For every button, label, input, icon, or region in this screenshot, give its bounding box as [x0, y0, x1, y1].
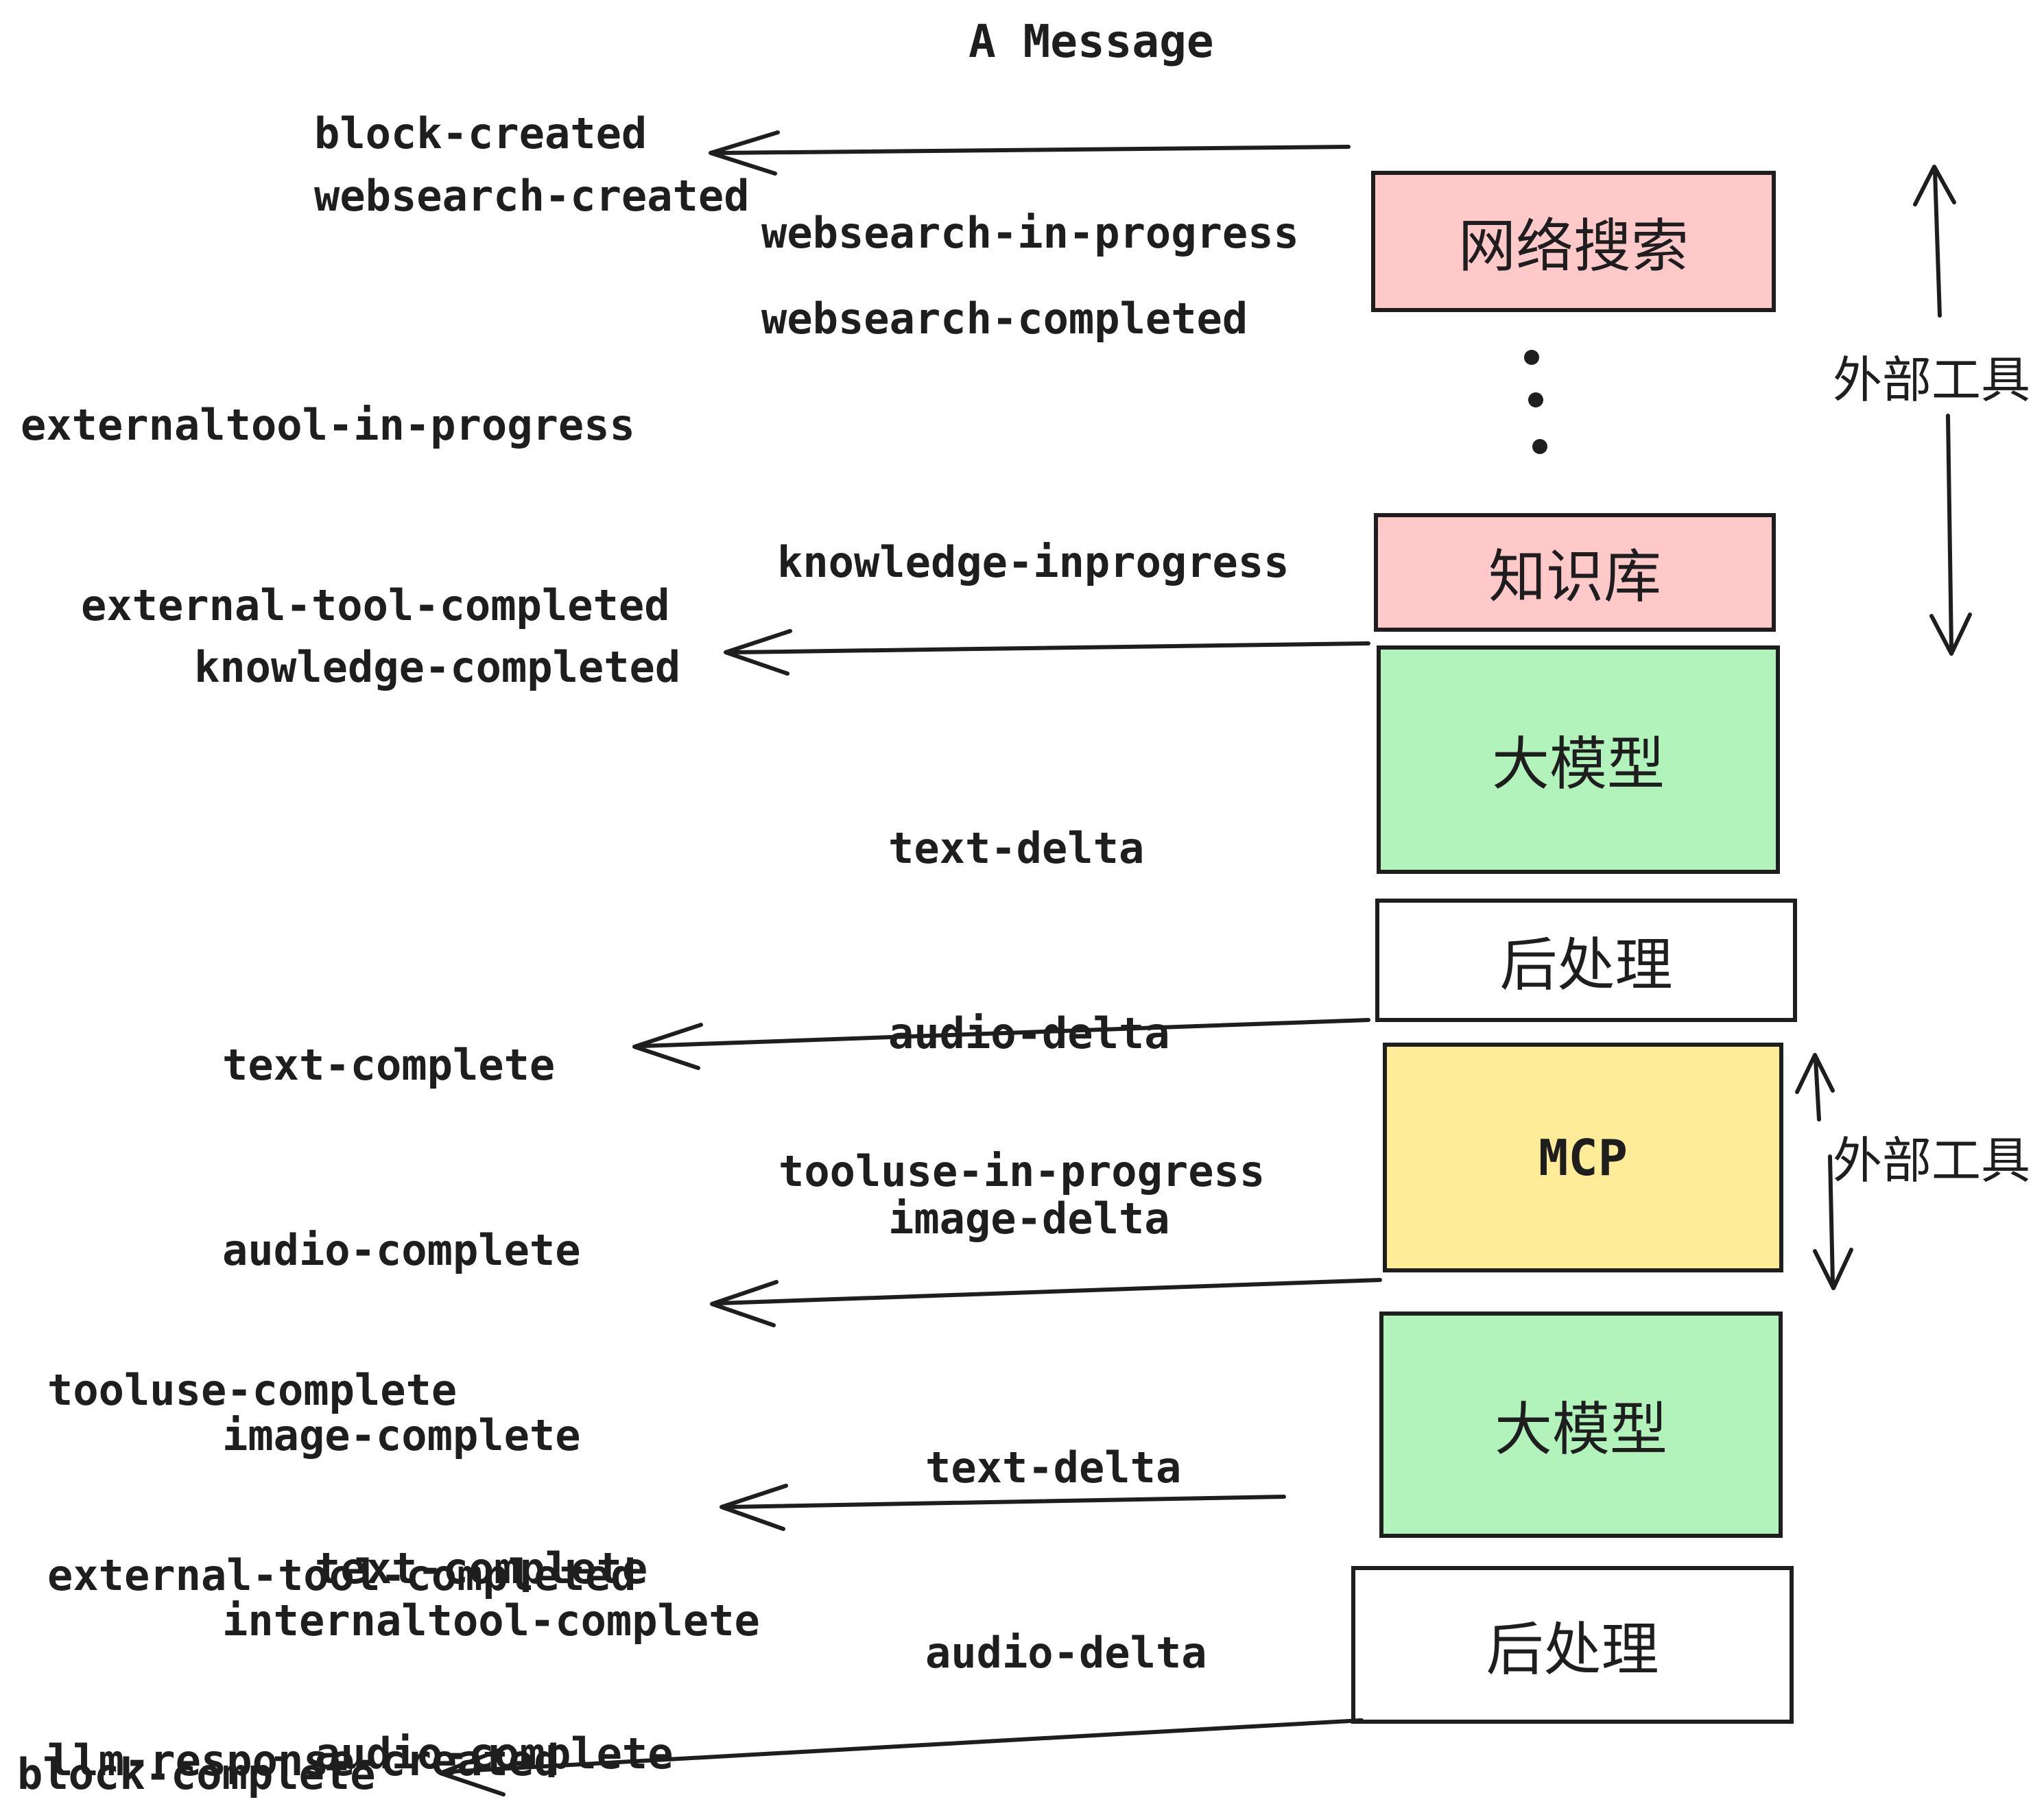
node-postprocess-bottom: 后处理 [1351, 1566, 1794, 1724]
event-external-tool-completed-2: external-tool-completed [47, 1550, 637, 1600]
arrow-external-tools-up-1 [1913, 165, 1956, 318]
node-websearch: 网络搜索 [1371, 171, 1776, 312]
event-block-created: block-created [314, 108, 647, 158]
event-internaltool-complete: internaltool-complete [222, 1595, 760, 1646]
event-knowledge-completed: knowledge-completed [194, 642, 681, 692]
node-postprocess-bottom-label: 后处理 [1486, 1617, 1659, 1682]
event-audio-complete-2: audio-complete [315, 1729, 674, 1779]
ellipsis-dot [1528, 392, 1543, 407]
arrow-external-tools-down-1 [1929, 414, 1972, 656]
event-group-delta-1: text-delta audio-delta image-delta [888, 694, 1170, 1373]
ellipsis-dot [1532, 439, 1547, 454]
event-audio-complete: audio-complete [222, 1225, 581, 1275]
diagram-title: A Message [968, 15, 1214, 68]
node-knowledge-base-label: 知识库 [1488, 545, 1661, 609]
node-websearch-label: 网络搜索 [1458, 213, 1689, 278]
node-knowledge-base: 知识库 [1374, 513, 1776, 632]
external-tools-label-bottom: 外部工具 [1833, 1134, 2031, 1189]
event-websearch-completed: websearch-completed [761, 294, 1248, 344]
external-tools-label-top: 外部工具 [1833, 353, 2031, 408]
event-text-complete-2: text-complete [315, 1543, 648, 1593]
event-audio-delta: audio-delta [888, 1008, 1170, 1058]
node-mcp-label: MCP [1538, 1128, 1628, 1187]
event-websearch-in-progress: websearch-in-progress [761, 208, 1299, 258]
event-text-delta: text-delta [888, 823, 1145, 873]
arrow-to-knowledge-completed [724, 629, 1370, 676]
node-postprocess-top: 后处理 [1375, 899, 1797, 1022]
node-llm-bottom-label: 大模型 [1494, 1397, 1667, 1462]
event-knowledge-inprogress: knowledge-inprogress [777, 537, 1290, 587]
event-image-complete: image-complete [222, 1410, 581, 1460]
event-image-delta: image-delta [888, 1194, 1170, 1244]
node-postprocess-top-label: 后处理 [1499, 932, 1673, 997]
event-tooluse-in-progress: tooluse-in-progress [779, 1146, 1265, 1196]
arrow-to-websearch-created [709, 130, 1351, 176]
node-llm-top-label: 大模型 [1491, 732, 1665, 796]
event-audio-delta-2: audio-delta [925, 1628, 1207, 1678]
event-group-complete-2: text-complete audio-complete image-compl… [315, 1414, 853, 1804]
node-llm-bottom: 大模型 [1379, 1312, 1783, 1538]
event-websearch-created: websearch-created [314, 171, 750, 221]
event-externaltool-in-progress: externaltool-in-progress [21, 400, 635, 450]
event-external-tool-completed: external-tool-completed [81, 580, 670, 630]
node-mcp: MCP [1383, 1043, 1783, 1272]
node-llm-top: 大模型 [1377, 645, 1780, 874]
event-text-complete: text-complete [222, 1040, 556, 1090]
ellipsis-dot [1524, 350, 1539, 365]
event-tooluse-complete: tooluse-complete [47, 1365, 457, 1415]
event-text-delta-2: text-delta [925, 1443, 1182, 1493]
event-block-complete: block-complete [17, 1749, 376, 1799]
arrow-external-tools-up-2 [1795, 1053, 1835, 1121]
event-group-complete-1: text-complete audio-complete image-compl… [222, 911, 760, 1775]
event-group-delta-2: text-delta audio-delta image-delta [925, 1314, 1207, 1804]
